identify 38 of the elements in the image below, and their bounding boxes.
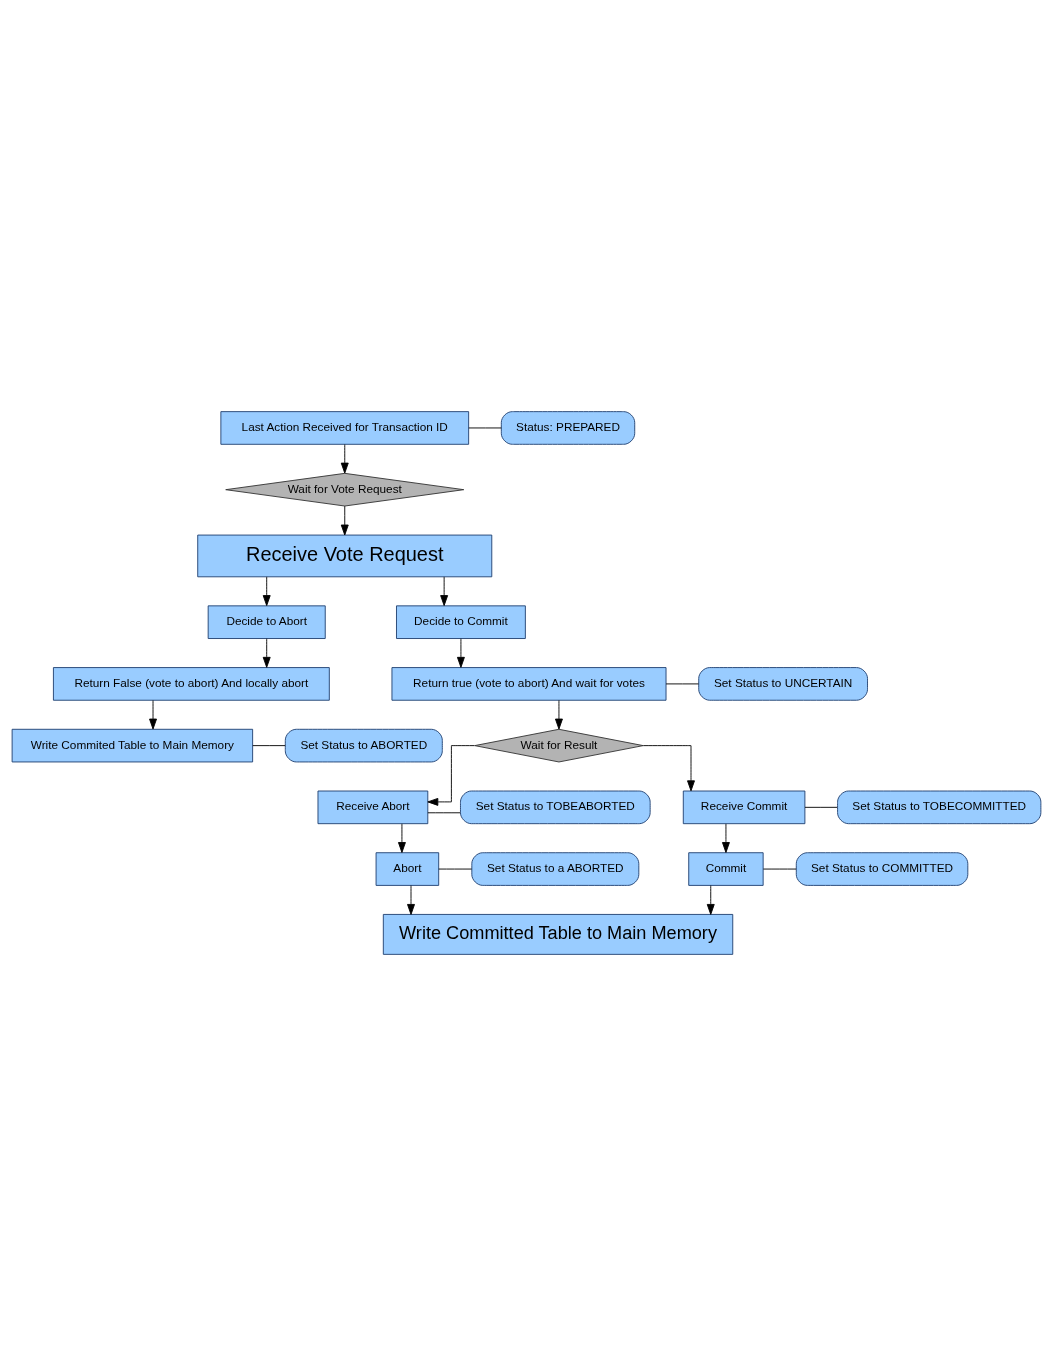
arrow: [706, 885, 715, 915]
arrow: [262, 576, 271, 606]
node-diamond: Wait for Result: [474, 728, 644, 763]
node-box: Commit: [688, 852, 764, 886]
arrow: [427, 745, 475, 806]
node-box: Write Committed Table to Main Memory: [382, 914, 734, 955]
arrow: [398, 823, 406, 853]
arrow: [149, 700, 157, 730]
arrow: [262, 638, 271, 668]
arrow: [440, 576, 449, 606]
node-box: Receive Abort: [317, 790, 429, 825]
node-diamond: Wait for Vote Request: [225, 472, 465, 507]
node-box: Set Status to UNCERTAIN: [698, 667, 868, 701]
node-box: Set Status to TOBECOMMITTED: [837, 790, 1042, 825]
node-box: Last Action Received for Transaction ID: [220, 411, 470, 445]
arrow: [722, 823, 730, 853]
node-box: Decide to Commit: [396, 605, 526, 639]
node-box: Receive Vote Request: [197, 534, 493, 578]
node-box: Set Status to a ABORTED: [471, 852, 640, 886]
arrow: [340, 505, 349, 536]
node-box: Receive Commit: [682, 790, 806, 825]
connector: [427, 812, 461, 814]
arrow: [407, 885, 415, 915]
arrow: [456, 638, 465, 668]
node-box: Status: PREPARED: [500, 411, 636, 445]
node-box: Set Status to TOBEABORTED: [460, 790, 651, 825]
node-box: Set Status to COMMITTED: [795, 852, 969, 886]
node-box: Decide to Abort: [207, 605, 326, 639]
node-box: Abort: [375, 852, 440, 886]
node-box: Return False (vote to abort) And locally abort: [52, 667, 330, 701]
node-box: Return true (vote to abort) And wait for votes: [391, 667, 667, 701]
node-box: Set Status to ABORTED: [284, 728, 443, 763]
arrow: [555, 700, 563, 730]
arrow: [642, 745, 695, 792]
arrow: [340, 444, 349, 474]
node-box: Write Commited Table to Main Memory: [11, 728, 254, 763]
connector: [804, 806, 838, 808]
connector: [252, 745, 286, 747]
